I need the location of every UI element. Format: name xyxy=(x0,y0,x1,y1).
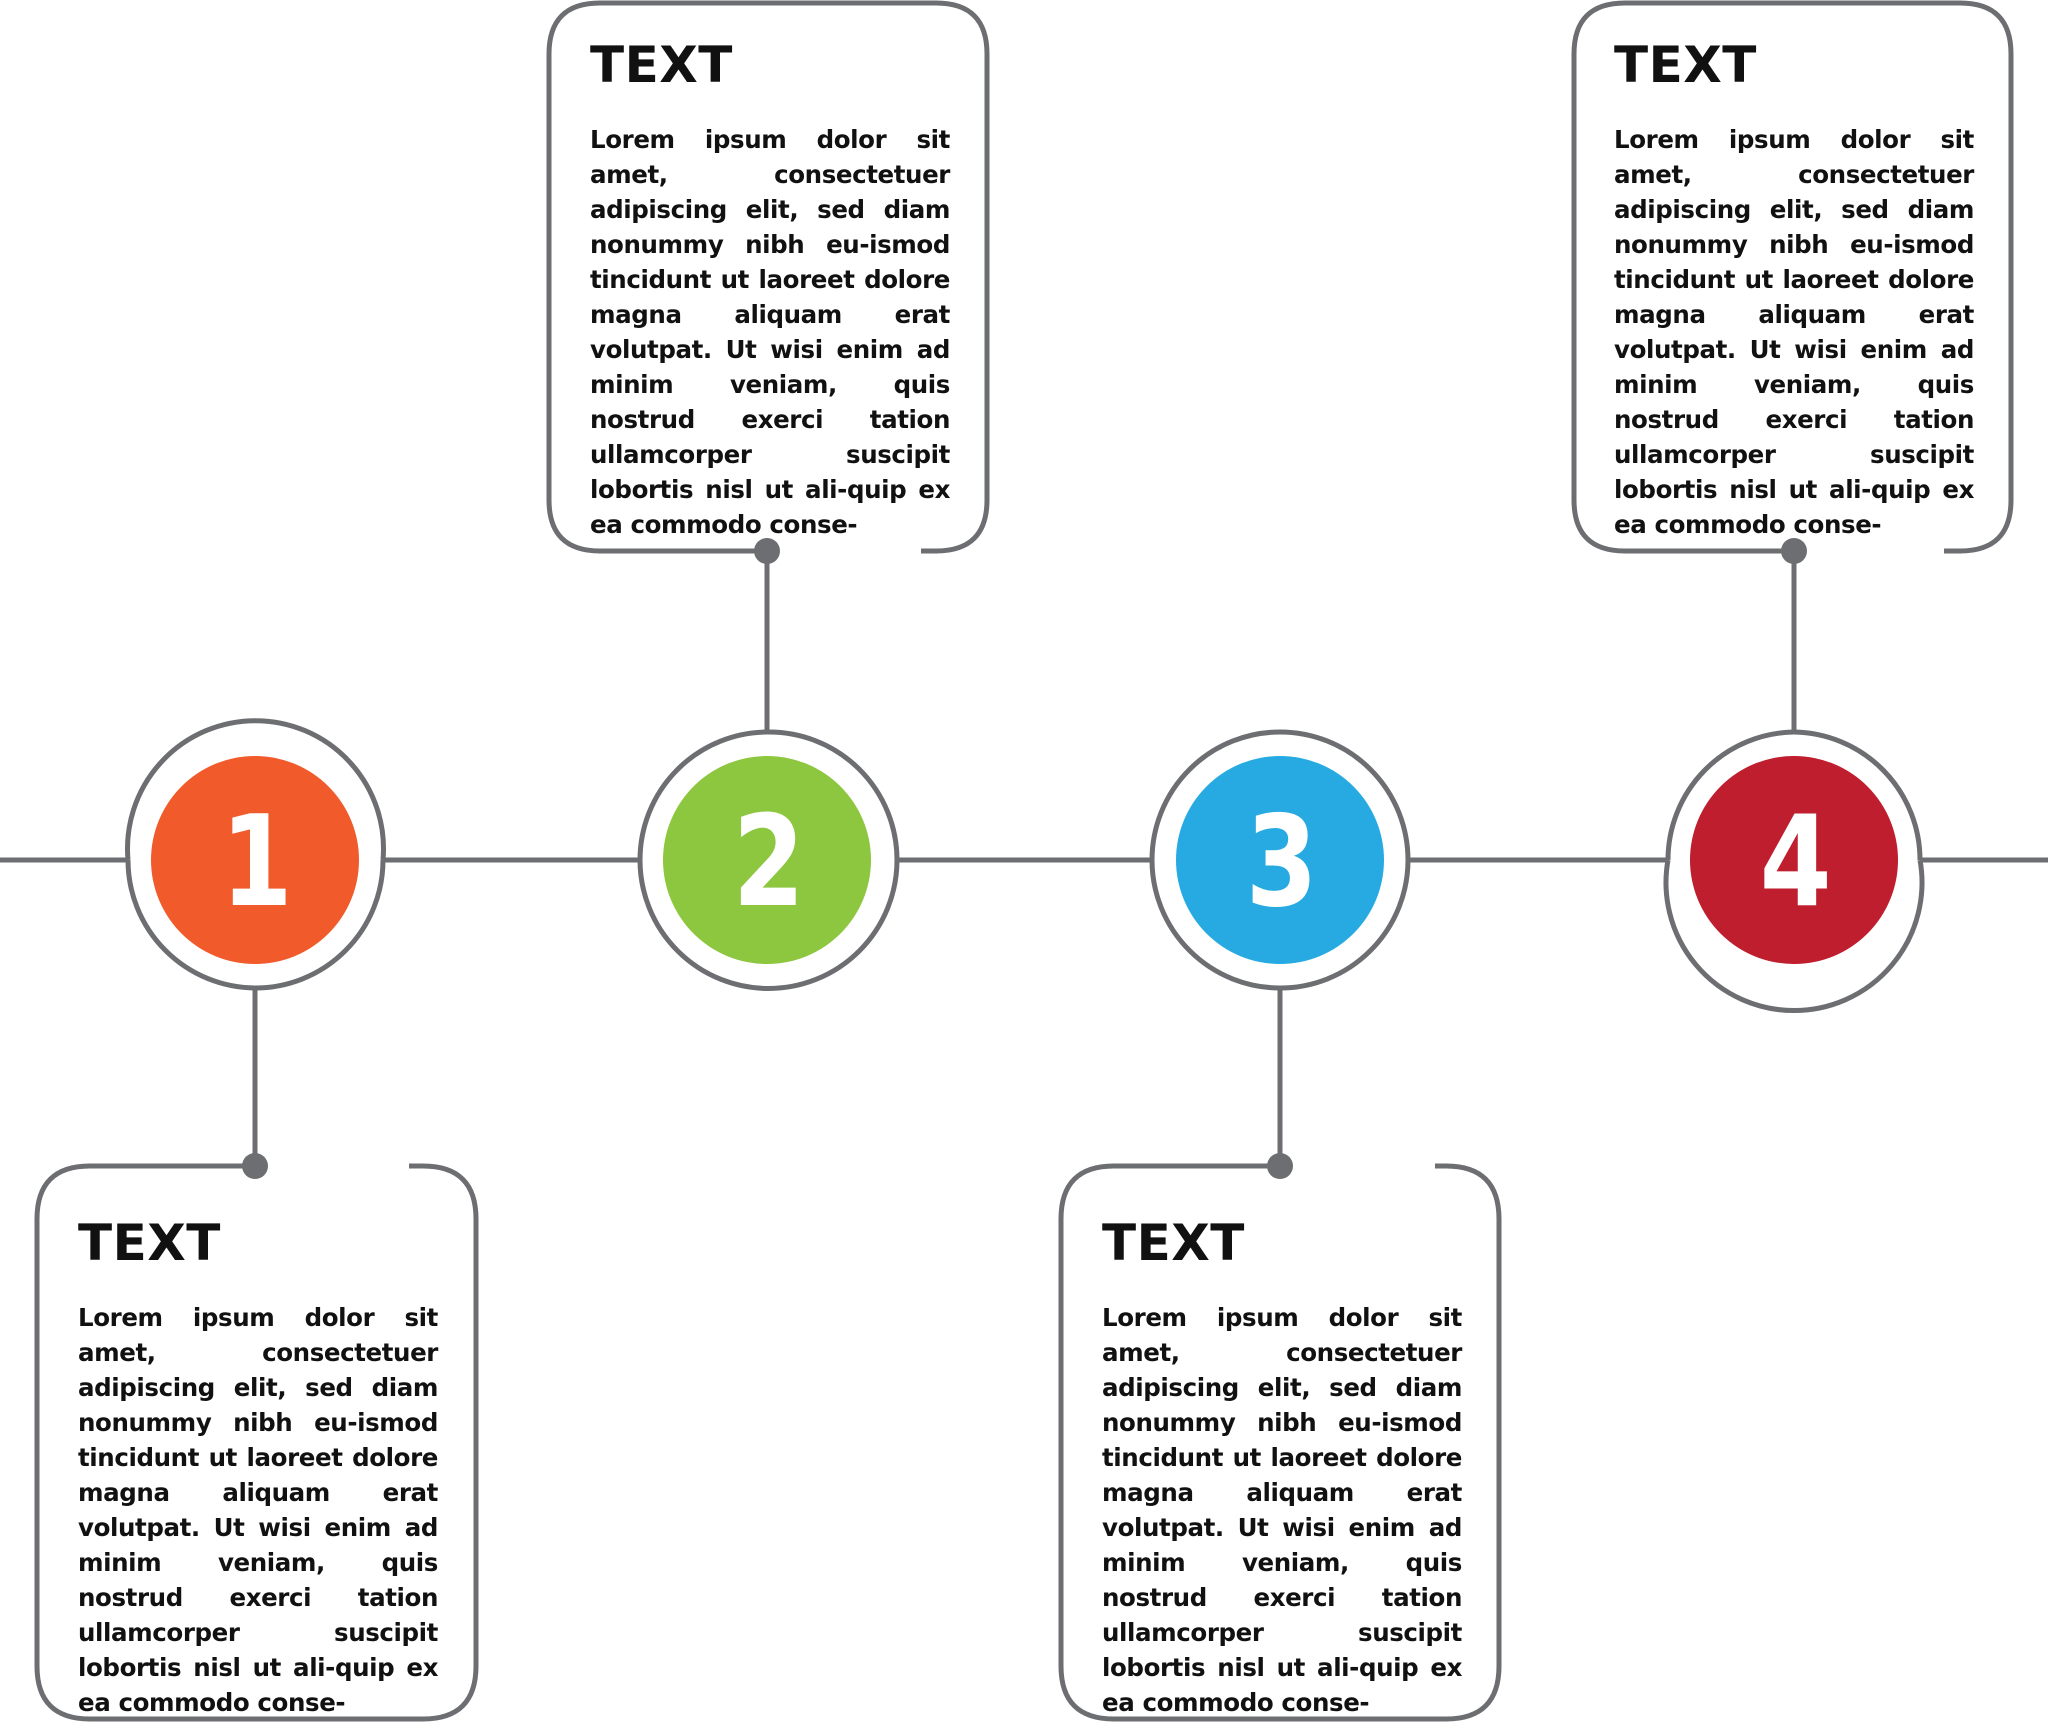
stem-1-dot xyxy=(242,1153,268,1179)
card-4-outline xyxy=(1571,0,2014,554)
node-3-ring-lower xyxy=(1149,859,1281,991)
card-3-title: TEXT xyxy=(1102,1214,1245,1272)
card-1-body: Lorem ipsum dolor sit amet, consectetuer… xyxy=(78,1303,438,1717)
card-2-title: TEXT xyxy=(590,36,733,94)
card-1-title: TEXT xyxy=(78,1214,221,1272)
node-3-disk xyxy=(1176,756,1384,964)
node-3-ring xyxy=(1149,729,1411,861)
node-1-disk xyxy=(151,756,359,964)
node-2-ring xyxy=(637,859,900,991)
stem-4-dot xyxy=(1781,538,1807,564)
card-2: TEXT Lorem ipsum dolor sit amet, consect… xyxy=(590,40,950,542)
node-3-number: 3 xyxy=(1245,788,1318,935)
stem-3-dot xyxy=(1267,1153,1293,1179)
node-2-disk xyxy=(663,756,871,964)
node-4-ring-upper-right xyxy=(1793,729,1923,861)
node-1-number: 1 xyxy=(220,788,293,935)
card-2-outline xyxy=(546,0,990,554)
card-3-body: Lorem ipsum dolor sit amet, consectetuer… xyxy=(1102,1303,1462,1717)
node-2-ring-upper-right xyxy=(766,729,900,861)
node-2-ring-upper xyxy=(637,729,768,861)
node-3-ring-lower-right xyxy=(1279,859,1411,991)
node-1-ring-lower xyxy=(125,859,256,991)
card-1-outline xyxy=(34,1163,479,1722)
node-4-ring-upper xyxy=(1665,729,1795,861)
card-4-body: Lorem ipsum dolor sit amet, consectetuer… xyxy=(1614,125,1974,539)
card-1: TEXT Lorem ipsum dolor sit amet, consect… xyxy=(78,1218,438,1720)
card-2-body: Lorem ipsum dolor sit amet, consectetuer… xyxy=(590,125,950,539)
card-3-outline xyxy=(1058,1163,1502,1722)
node-1-ring xyxy=(125,718,386,861)
node-2-number: 2 xyxy=(732,788,805,935)
card-4: TEXT Lorem ipsum dolor sit amet, consect… xyxy=(1614,40,1974,542)
stem-2-dot xyxy=(754,538,780,564)
card-4-title: TEXT xyxy=(1614,36,1757,94)
node-4-number: 4 xyxy=(1759,788,1832,935)
node-4-disk xyxy=(1690,756,1898,964)
node-1-ring-lower-right xyxy=(254,859,386,991)
card-3: TEXT Lorem ipsum dolor sit amet, consect… xyxy=(1102,1218,1462,1720)
node-4-ring xyxy=(1663,859,1925,1014)
